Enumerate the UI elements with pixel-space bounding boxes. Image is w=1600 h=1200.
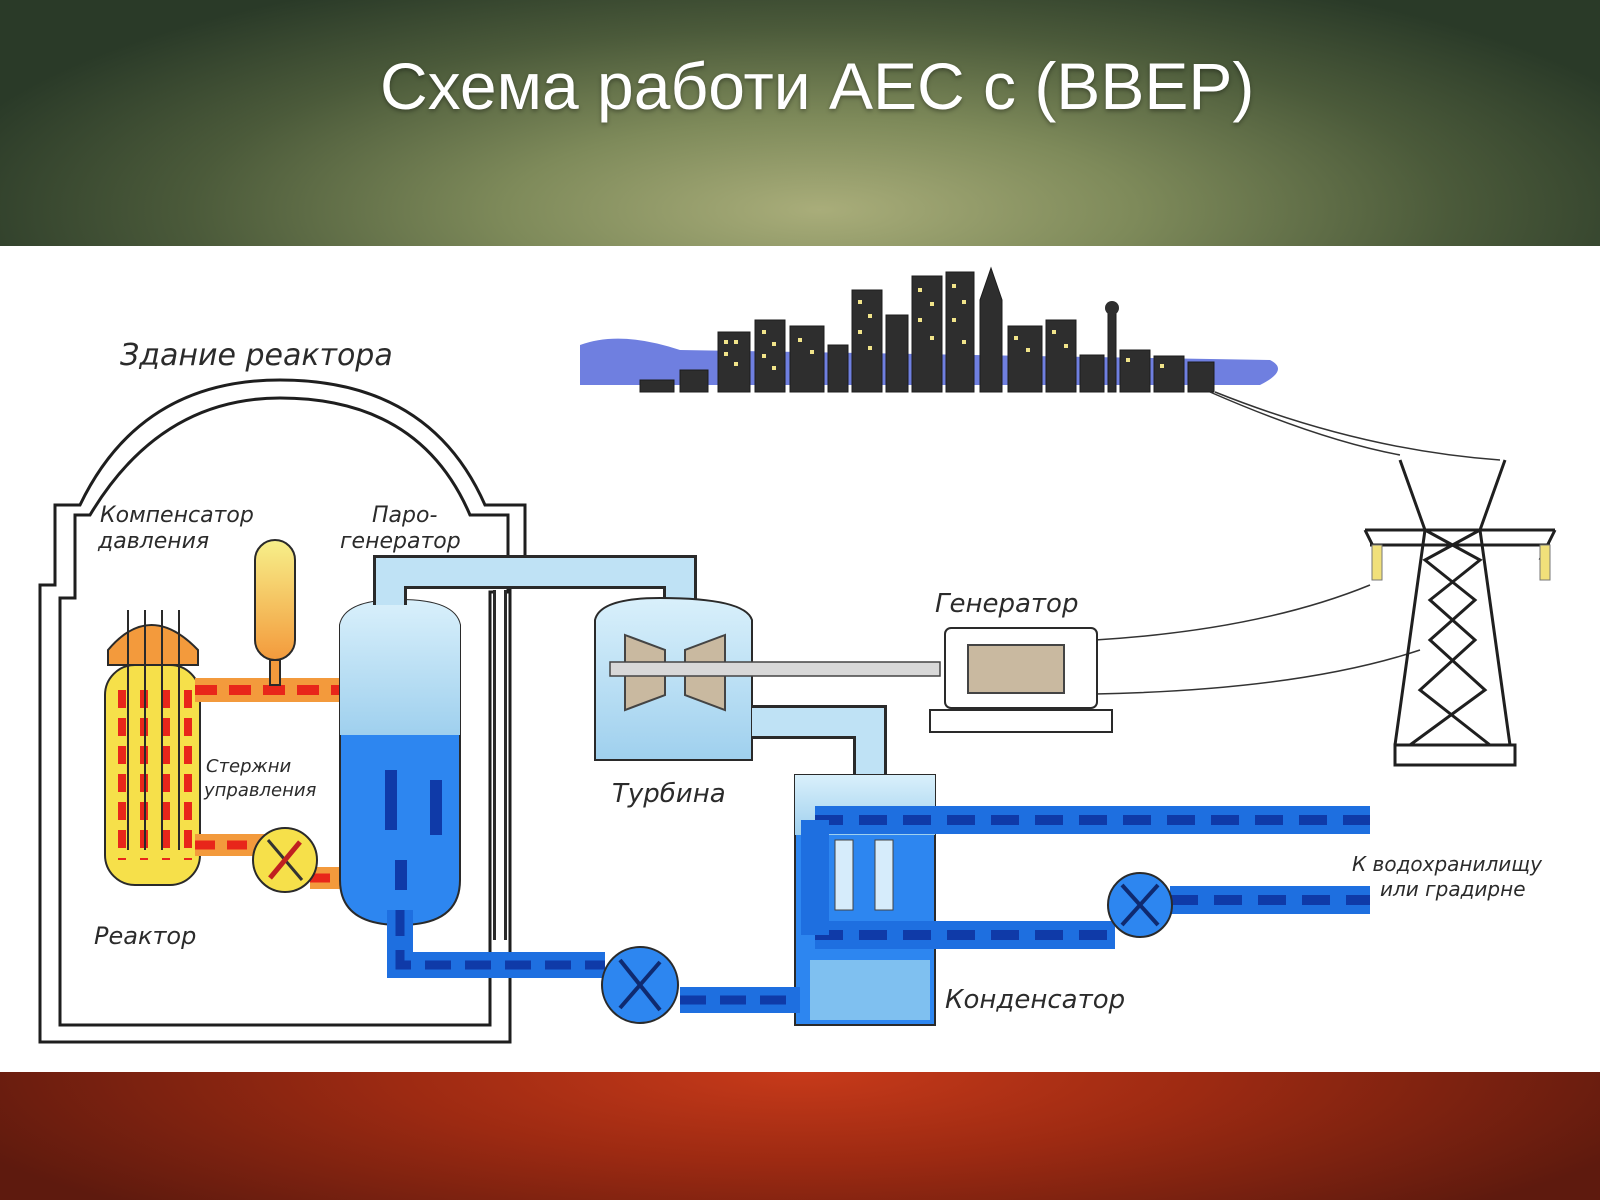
label-steam-generator-2: генератор xyxy=(340,529,461,554)
control-rods xyxy=(127,610,180,850)
label-pressurizer-2: давления xyxy=(97,529,209,554)
label-control-rods-2: управления xyxy=(203,780,317,801)
label-reservoir-2: или градирне xyxy=(1380,877,1526,901)
feedwater-loop xyxy=(387,910,800,1024)
transmission-tower xyxy=(1363,459,1557,767)
pressurizer xyxy=(254,539,296,686)
footer-band xyxy=(0,1072,1600,1200)
label-pressurizer-1: Компенсатор xyxy=(100,503,254,528)
label-reactor-building: Здание реактора xyxy=(120,338,393,373)
insulators xyxy=(1371,544,1551,581)
exhaust-pipe xyxy=(752,705,887,775)
label-reactor: Реактор xyxy=(94,922,196,950)
generator xyxy=(929,627,1113,733)
condenser xyxy=(794,774,1370,1026)
header-band xyxy=(0,0,1600,246)
label-steam-generator-1: Паро- xyxy=(372,503,437,528)
power-line xyxy=(1094,391,1501,695)
label-generator: Генератор xyxy=(935,589,1078,619)
label-reservoir-1: К водохранилищу xyxy=(1352,852,1543,876)
slide-title: Схема работи АЕС с (ВВЕР) xyxy=(380,49,1255,123)
turbine xyxy=(594,596,941,761)
city-skyline xyxy=(580,266,1278,393)
steam-pipe xyxy=(373,555,697,940)
label-condenser: Конденсатор xyxy=(945,985,1125,1015)
steam-generator xyxy=(339,598,461,927)
label-turbine: Турбина xyxy=(612,779,726,809)
label-control-rods-1: Стержни xyxy=(206,756,292,777)
